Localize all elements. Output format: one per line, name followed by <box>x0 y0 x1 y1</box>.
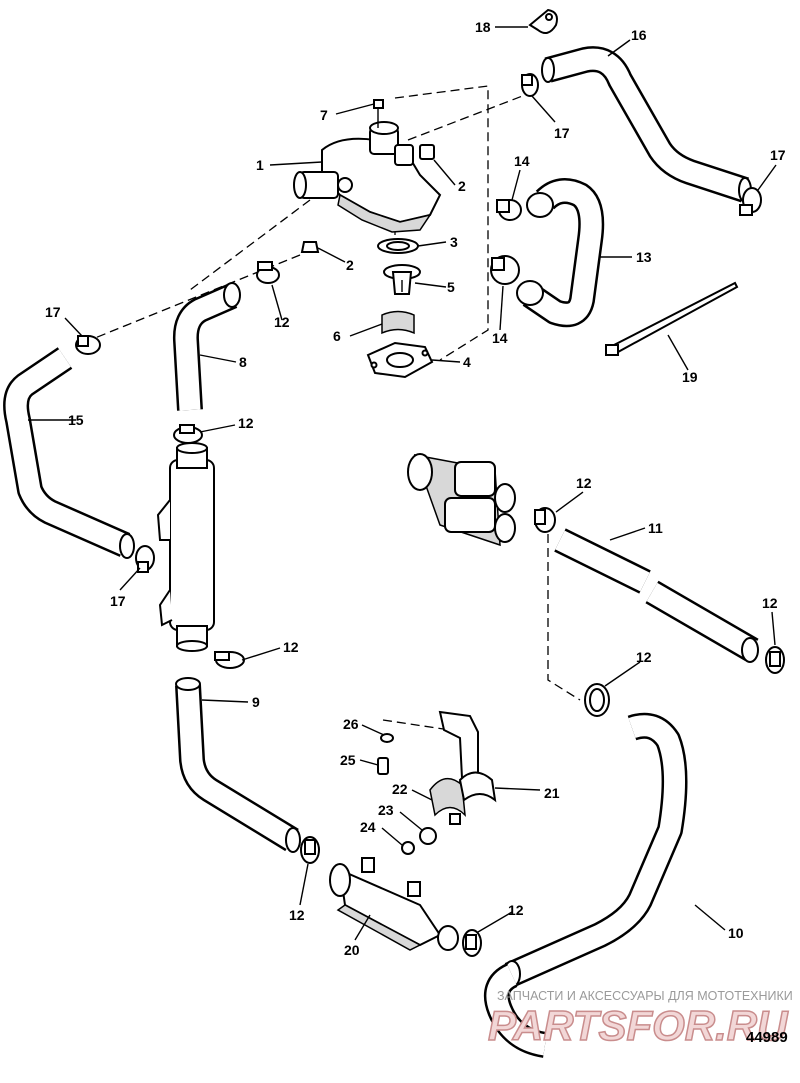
thermostat-5 <box>383 264 421 295</box>
callout-12: 12 <box>289 907 305 923</box>
callout-12: 12 <box>274 314 290 330</box>
washer-26 <box>380 733 394 743</box>
callout-11: 11 <box>648 520 663 536</box>
clamps <box>75 73 785 957</box>
callout-16: 16 <box>631 27 647 43</box>
callout-12: 12 <box>762 595 778 611</box>
leader-lines <box>28 26 777 941</box>
callout-3: 3 <box>450 234 458 250</box>
callout-18: 18 <box>475 19 491 35</box>
hose-9 <box>175 677 301 853</box>
callout-17: 17 <box>770 147 786 163</box>
callout-17: 17 <box>554 125 570 141</box>
callout-15: 15 <box>68 412 84 428</box>
sleeve-6 <box>381 310 415 335</box>
callout-17: 17 <box>45 304 61 320</box>
callout-9: 9 <box>252 694 260 710</box>
callout-6: 6 <box>333 328 341 344</box>
gasket-3 <box>377 238 419 254</box>
hose-10 <box>484 712 688 1058</box>
watermark-logo: PARTSFOR.RU <box>488 1002 789 1049</box>
clamp-12-g <box>300 836 320 864</box>
clamp-12-f <box>584 683 610 717</box>
callout-21: 21 <box>544 785 560 801</box>
callout-7: 7 <box>320 107 328 123</box>
hose-13 <box>516 178 605 328</box>
plug-2-upper <box>419 144 435 160</box>
callout-26: 26 <box>343 716 359 732</box>
clamp-17-c <box>75 335 101 355</box>
hose-8 <box>172 282 241 411</box>
clamp-17-b <box>739 187 762 216</box>
clamp-17-a <box>521 73 539 97</box>
callout-labels: 1 2 2 3 4 5 6 7 8 9 10 11 12 12 12 12 12… <box>45 19 786 958</box>
watermark: ЗАПЧАСТИ И АКСЕССУАРЫ ДЛЯ МОТОТЕХНИКИ PA… <box>487 989 793 1050</box>
clamp-12-e <box>765 646 785 674</box>
callout-12: 12 <box>576 475 592 491</box>
hose-11 <box>554 528 759 663</box>
callout-12: 12 <box>283 639 299 655</box>
watermark-caption: ЗАПЧАСТИ И АКСЕССУАРЫ ДЛЯ МОТОТЕХНИКИ <box>497 989 793 1003</box>
callout-22: 22 <box>392 781 408 797</box>
clamp-12-h <box>462 929 482 957</box>
callout-17: 17 <box>110 593 126 609</box>
hose-16 <box>541 46 752 203</box>
callout-1: 1 <box>256 157 264 173</box>
nut-23 <box>419 827 437 845</box>
clamp-14-b <box>490 255 520 285</box>
y-fitting <box>407 453 516 547</box>
thermostat-housing <box>293 121 442 233</box>
clamp-12-d <box>534 507 556 533</box>
callout-25: 25 <box>340 752 356 768</box>
clamp-12-c <box>214 651 245 669</box>
callout-12: 12 <box>508 902 524 918</box>
gasket-4 <box>366 341 434 379</box>
hose-15 <box>3 347 135 559</box>
callout-12: 12 <box>238 415 254 431</box>
washer-24 <box>401 841 415 855</box>
clamp-12-b <box>173 424 203 444</box>
callout-2: 2 <box>458 178 466 194</box>
callout-5: 5 <box>447 279 455 295</box>
heat-exchanger <box>156 442 215 652</box>
cable-tie-19 <box>605 281 739 356</box>
bracket-21 <box>429 710 497 825</box>
callout-23: 23 <box>378 802 394 818</box>
callout-24: 24 <box>360 819 376 835</box>
callout-13: 13 <box>636 249 652 265</box>
clip-18 <box>528 8 558 35</box>
figure-number: 44989 <box>746 1029 788 1046</box>
callout-8: 8 <box>239 354 247 370</box>
clamp-17-d <box>135 545 155 573</box>
callout-2: 2 <box>346 257 354 273</box>
callout-10: 10 <box>728 925 744 941</box>
callout-12: 12 <box>636 649 652 665</box>
screw-25 <box>377 757 389 775</box>
oil-cooler-20 <box>329 857 459 951</box>
callout-14: 14 <box>514 153 530 169</box>
callout-14: 14 <box>492 330 508 346</box>
clamp-14-a <box>496 199 522 221</box>
callout-19: 19 <box>682 369 698 385</box>
plug-2-lower <box>300 241 320 253</box>
callout-20: 20 <box>344 942 360 958</box>
callout-4: 4 <box>463 354 471 370</box>
clamp-12-a <box>256 261 280 284</box>
